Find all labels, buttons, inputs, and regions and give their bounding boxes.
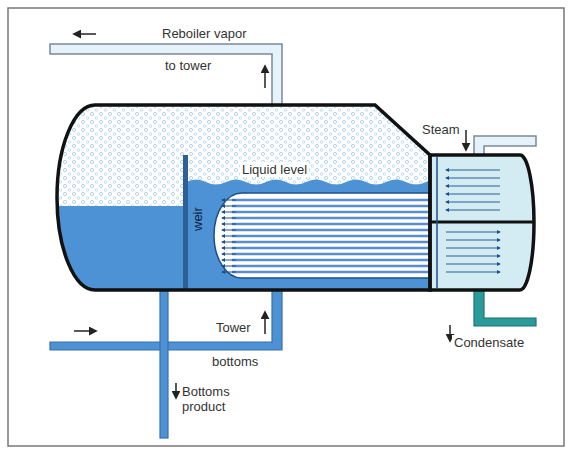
- weir-label: weir: [190, 205, 205, 233]
- tube-flow-arrow: [222, 236, 236, 237]
- stream-label: to tower: [163, 58, 213, 73]
- tube: [232, 223, 436, 225]
- steam-flow-arrow: [446, 202, 500, 203]
- tube: [232, 199, 436, 201]
- flow-arrow: [264, 312, 266, 334]
- tube-flow-arrow: [222, 206, 236, 207]
- tube-flow-arrow: [222, 248, 236, 249]
- steam-flow-arrow: [446, 186, 500, 187]
- tube: [232, 235, 436, 237]
- stream-label: Reboiler vapor: [160, 26, 249, 41]
- tube: [232, 259, 436, 261]
- bottoms-product-pipe: [160, 288, 168, 438]
- tube-flow-arrow: [222, 212, 236, 213]
- tube-flow-arrow: [222, 230, 236, 231]
- tube-flow-arrow: [222, 266, 236, 267]
- tube-flow-arrow: [222, 224, 236, 225]
- steam-flow-arrow: [446, 178, 500, 179]
- tube: [232, 247, 436, 249]
- flow-arrow: [74, 33, 96, 35]
- condensate-flow-arrow: [446, 240, 500, 241]
- flow-arrow: [175, 383, 177, 398]
- tube: [232, 241, 436, 243]
- condensate-flow-arrow: [446, 264, 500, 265]
- tube-flow-arrow: [222, 272, 236, 273]
- condensate-flow-arrow: [446, 272, 500, 273]
- tube: [232, 211, 436, 213]
- level-label: Liquid level: [240, 162, 309, 177]
- condensate-pipe: [474, 288, 536, 326]
- tube: [232, 229, 436, 231]
- flow-arrow: [74, 330, 96, 332]
- flow-arrow: [264, 66, 266, 88]
- condensate-flow-arrow: [446, 256, 500, 257]
- vapor-space: [50, 100, 440, 300]
- liquid-overflow: [50, 206, 186, 296]
- tube: [232, 265, 436, 267]
- tube-flow-arrow: [222, 200, 236, 201]
- steam-flow-arrow: [446, 194, 500, 195]
- stream-label: bottoms: [210, 354, 260, 369]
- channel-head: [430, 155, 534, 290]
- tube-flow-arrow: [222, 218, 236, 219]
- flow-arrow: [465, 130, 467, 150]
- weir-plate: [183, 155, 188, 290]
- pass-divider: [430, 221, 533, 224]
- steam-flow-arrow: [446, 210, 500, 211]
- tube: [232, 205, 436, 207]
- tube-flow-arrow: [222, 242, 236, 243]
- tube: [232, 217, 436, 219]
- vapor-pipe: [50, 44, 282, 107]
- tube: [232, 271, 436, 273]
- liquid-pool: [186, 180, 446, 297]
- flow-arrow: [449, 325, 451, 341]
- channel-arrows: [446, 170, 500, 272]
- stream-label: Steam: [420, 122, 462, 137]
- steam-flow-arrow: [446, 170, 500, 171]
- stream-label: Tower: [214, 320, 253, 335]
- tube-flow-arrow: [222, 260, 236, 261]
- tube-sheet: [436, 157, 438, 288]
- tubes: [222, 200, 436, 272]
- stream-label: Condensate: [452, 335, 526, 350]
- tube: [232, 253, 436, 255]
- condensate-flow-arrow: [446, 232, 500, 233]
- tube-bundle: [214, 193, 436, 278]
- frame: [8, 8, 564, 446]
- condensate-flow-arrow: [446, 248, 500, 249]
- tube-flow-arrow: [222, 254, 236, 255]
- stream-label: Bottoms product: [180, 384, 246, 414]
- kettle-shell: [57, 105, 430, 290]
